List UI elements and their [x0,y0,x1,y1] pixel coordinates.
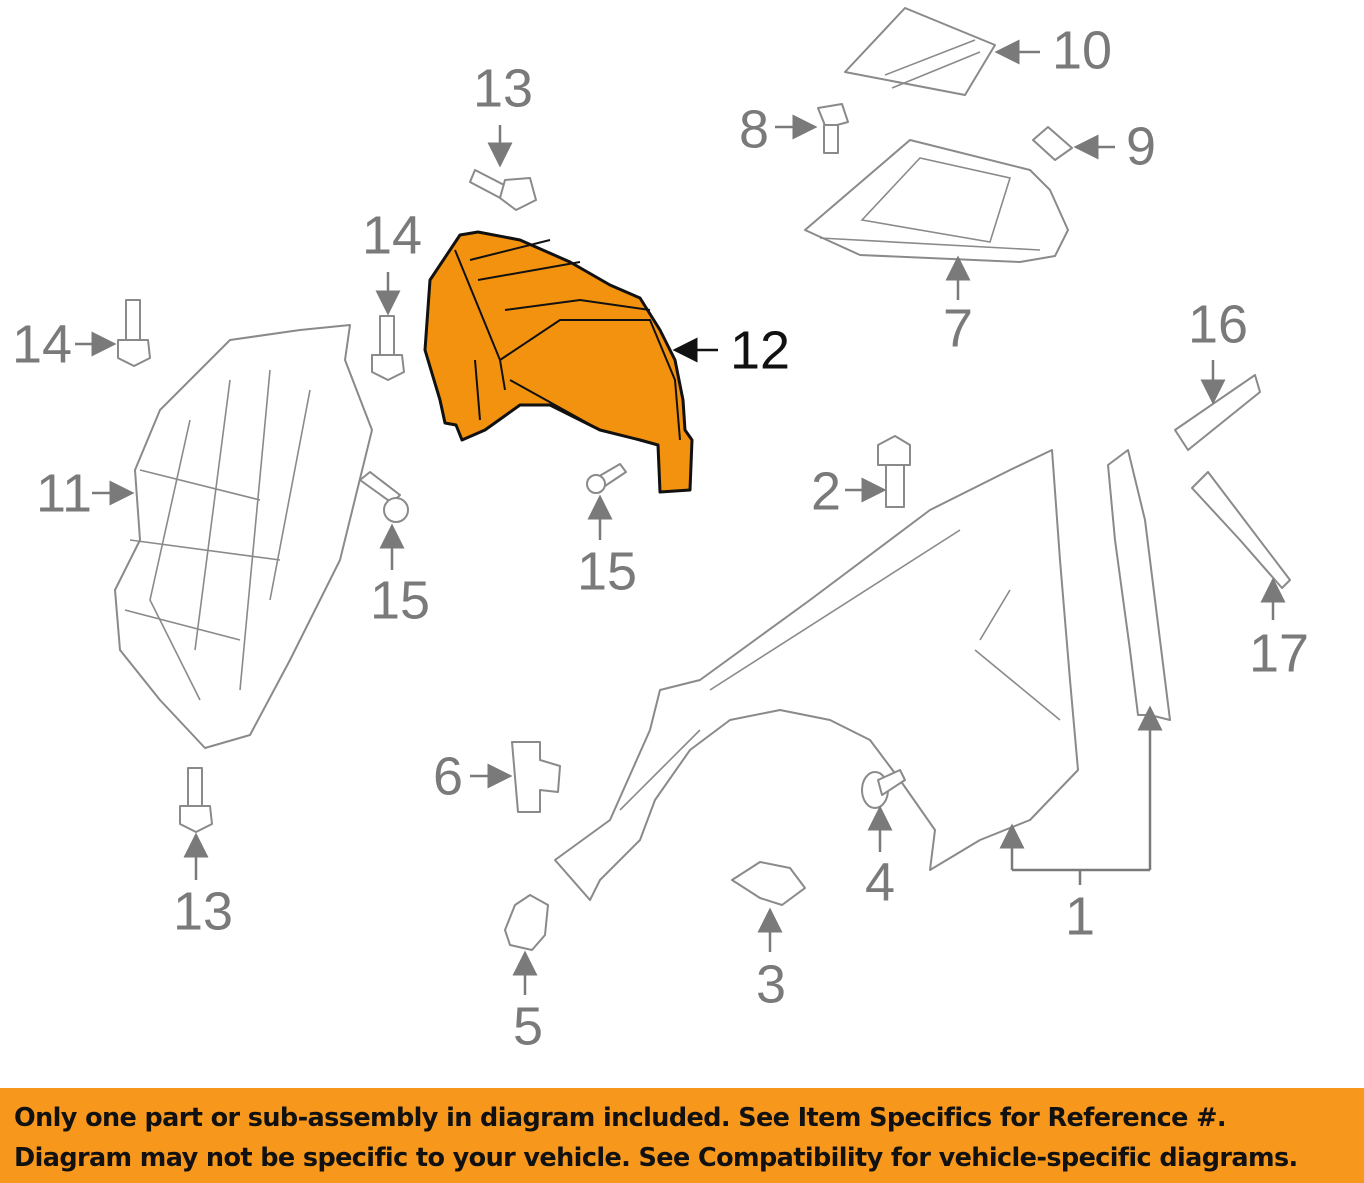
part-16-molding [1174,374,1261,451]
callout-17: 17 [1249,623,1309,683]
part-6-bracket [511,741,561,813]
callout-1: 1 [1065,886,1095,946]
part-10-panel [844,7,996,96]
part-1-fender [554,449,1079,901]
callout-13-top: 13 [473,58,533,118]
part-13-bolt-top [469,169,537,211]
part-15-screw-left [359,471,409,523]
part-14-bolt-top [371,315,405,381]
callout-4: 4 [865,852,895,912]
callout-3: 3 [756,954,786,1014]
callout-10: 10 [1052,20,1112,80]
part-15-screw-mid [586,463,627,494]
part-13-bolt-bottom [179,767,213,833]
callout-15-left: 15 [370,570,430,630]
part-5-bracket [504,894,549,951]
leader-arrows [75,39,1286,995]
part-8-bolt [817,103,849,154]
callout-5: 5 [513,996,543,1056]
part-1-pillar-trim [1107,449,1171,721]
callout-16: 16 [1188,294,1248,354]
parts-diagram: 13 14 14 11 15 15 12 13 10 8 9 7 16 17 2… [12,7,1309,1056]
part-12-splash-shield [423,230,694,494]
callout-12: 12 [730,320,790,380]
disclaimer-line-2: Diagram may not be specific to your vehi… [14,1143,1298,1173]
callout-14-left: 14 [12,314,72,374]
callout-15-mid: 15 [577,541,637,601]
part-11-fender-liner [114,324,373,749]
part-4-clip [861,769,906,809]
part-7-bracket [804,139,1069,263]
part-17-seal [1191,471,1291,589]
disclaimer-line-1: Only one part or sub-assembly in diagram… [14,1103,1227,1133]
callout-14-top: 14 [362,205,422,265]
part-14-bolt-left [117,299,151,367]
callout-11: 11 [36,463,92,523]
callout-2: 2 [811,461,841,521]
callout-8: 8 [739,99,769,159]
callout-7: 7 [943,298,973,358]
part-3-seal [731,861,806,906]
callout-13-bottom: 13 [173,881,233,941]
part-9-clip [1032,126,1073,161]
disclaimer-banner: Only one part or sub-assembly in diagram… [0,1088,1364,1183]
part-2-bolt [877,435,911,508]
callout-9: 9 [1126,116,1156,176]
callout-6: 6 [433,746,463,806]
